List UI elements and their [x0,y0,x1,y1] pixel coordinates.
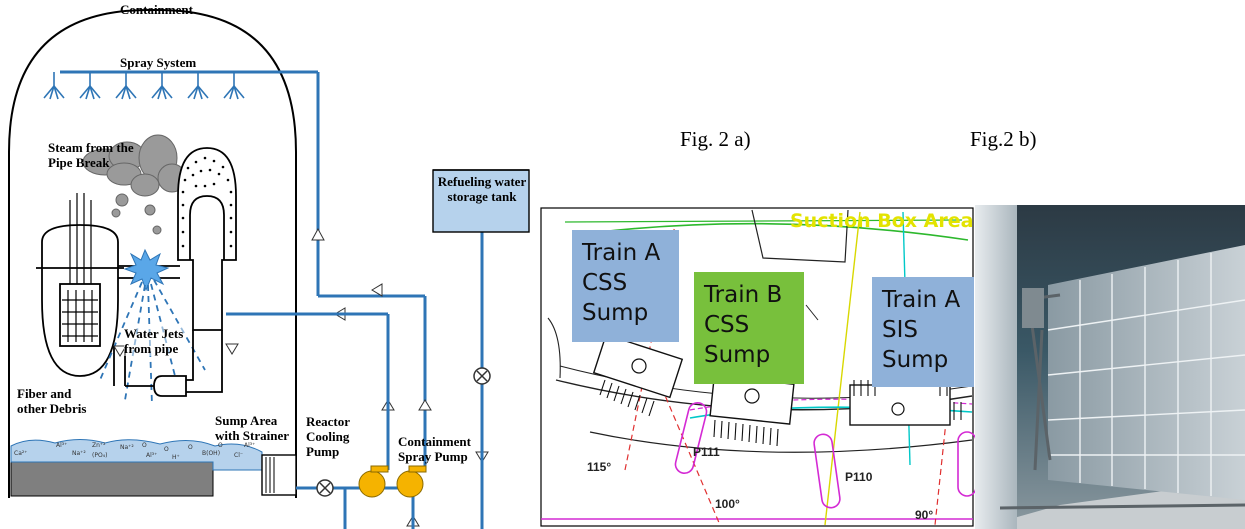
photo-left-panel [975,205,1017,529]
pipe-label-p110: P110 [845,470,873,484]
sump-grates [599,379,962,447]
train-a-css-box: Train A CSS Sump [572,230,679,342]
suction-box-label: Suction Box Area [790,210,974,232]
train-a-sis-box: Train A SIS Sump [872,277,974,387]
reactor-cooling-pump-icon [358,465,389,498]
ion-label: O [142,442,147,449]
sump-pits [592,333,951,426]
ion-label: Zn⁺² [92,442,106,449]
strainer-grid [265,457,275,493]
photo-mount-bracket [1022,288,1044,328]
ion-label: Al³⁺ [56,442,68,449]
photo-module-grid [1047,253,1245,496]
ion-label: O [188,444,193,451]
ion-label: Al³⁺ [244,442,256,449]
spray-pump-label: Containment Spray Pump [398,434,471,464]
water-jets-label: Water Jets from pipe [124,326,186,356]
pipe-break-burst [123,248,170,292]
strainer [261,454,297,496]
spray-system-label: Spray System [120,55,197,70]
valve-icons [316,367,491,497]
reactor-rods [62,193,98,342]
floor-slab [10,461,214,497]
ion-label: Ca²⁺ [14,450,28,457]
ion-label: H⁺ [172,454,180,461]
spray-nozzles [43,72,245,100]
steam-clouds [82,134,187,235]
ion-label: O [164,446,169,453]
angle-label-115: 115° [587,460,612,474]
spray-header [60,70,427,470]
ion-label: Na⁺² [120,444,134,451]
containment-label: Containment [120,2,193,17]
containment-wall [8,9,297,498]
sump-area-label: Sump Area with Strainer [215,413,290,443]
reactor-pump-label: Reactor Cooling Pump [306,414,350,459]
sump-water [10,439,263,471]
fig2b-caption: Fig.2 b) [970,127,1037,151]
pipe-label-p111: P111 [693,445,720,459]
debris-ions: Ca²⁺ Al³⁺ Na⁺² Zn⁺² (PO₄) Na⁺² O Al³⁺ O … [12,438,262,464]
steam-label: Steam from the Pipe Break [48,140,134,170]
ion-label: (PO₄) [92,452,108,459]
fiber-debris-label: Fiber and other Debris [17,386,87,416]
photo-support-frame [999,293,1245,510]
ion-label: Cl⁻ [234,452,244,459]
train-b-css-box: Train B CSS Sump [694,272,804,384]
rcs-return-line [226,312,390,470]
sump-markers [631,358,905,416]
cold-leg [113,330,223,397]
ion-label: Al³⁺ [146,452,158,459]
steam-generator-dots [181,156,233,248]
ion-label: Na⁺² [72,450,86,457]
steam-generator [177,147,237,331]
fig2a-caption: Fig. 2 a) [680,127,751,151]
angle-label-100: 100° [715,497,740,511]
ion-label: B(OH) [202,450,221,457]
rwst-tank [432,169,530,233]
containment-spray-pump-icon [396,465,427,498]
rwst-label: Refueling water storage tank [437,174,527,204]
ion-label: O [218,442,223,449]
photo-strainer-modules [1048,245,1245,500]
angle-label-90: 90° [915,508,934,522]
